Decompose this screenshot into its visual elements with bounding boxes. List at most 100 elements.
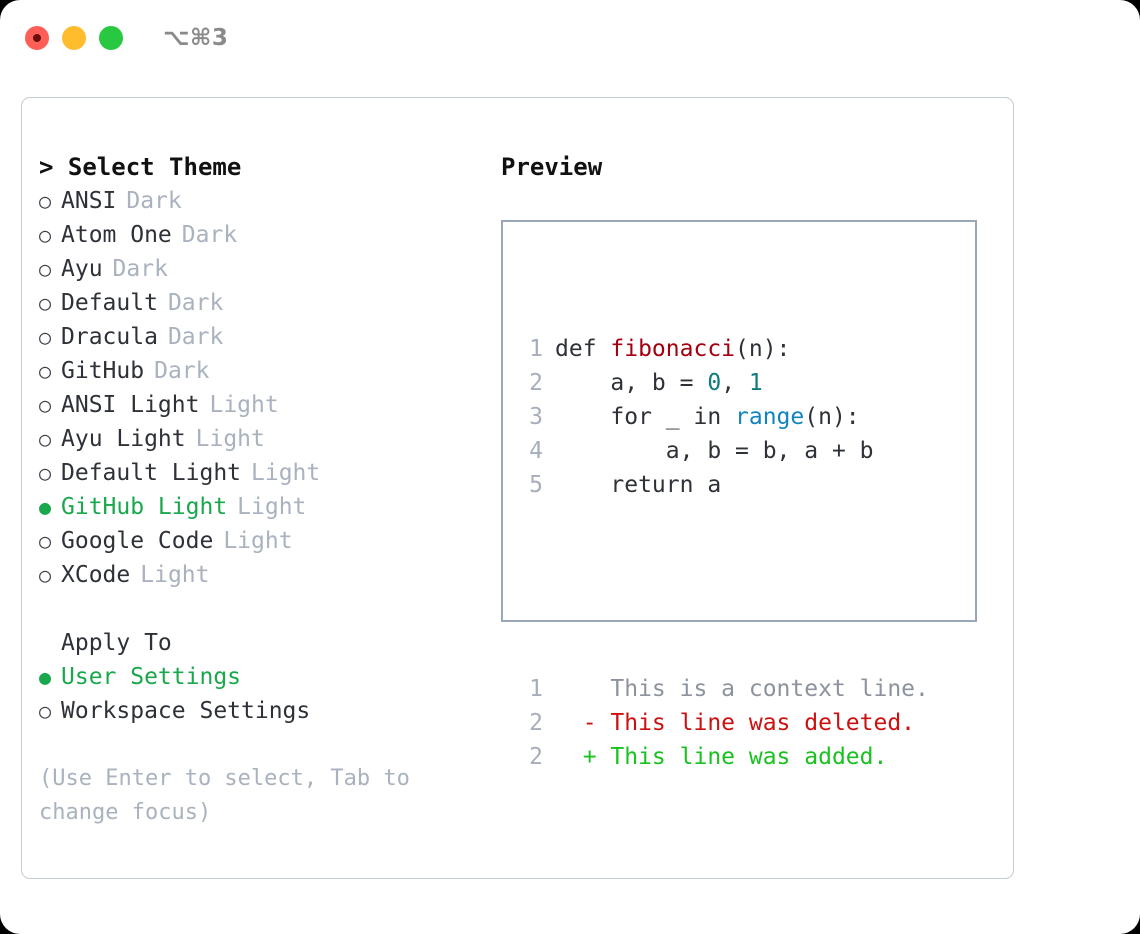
code-token-plain: a, b = b, a + b	[555, 438, 874, 464]
code-line: 3 for _ in range(n):	[517, 400, 929, 434]
code-token-call: range	[735, 404, 805, 430]
diff-line-context: 1 This is a context line.	[517, 672, 929, 706]
theme-option-ayu-light[interactable]: ○ Ayu Light Light	[39, 422, 489, 456]
code-token-plain: ,	[721, 370, 749, 396]
theme-option-kind: Light	[140, 562, 210, 588]
code-line-number: 1	[529, 336, 543, 362]
diff-line-number: 1	[529, 676, 543, 702]
theme-option-kind: Dark	[167, 324, 224, 350]
code-line-number: 3	[529, 404, 543, 430]
close-window-button[interactable]	[25, 26, 49, 50]
radio-selected-icon: ●	[39, 495, 52, 519]
theme-option-kind: Light	[209, 392, 279, 418]
diff-line-text: - This line was deleted.	[555, 710, 916, 736]
code-token-plain: for _ in	[555, 404, 736, 430]
theme-option-default[interactable]: ○ Default Dark	[39, 286, 489, 320]
radio-unselected-icon: ○	[39, 291, 52, 315]
theme-option-ansi[interactable]: ○ ANSI Dark	[39, 184, 489, 218]
code-token-plain: a, b =	[555, 370, 708, 396]
theme-option-label: Dracula	[61, 324, 158, 350]
radio-unselected-icon: ○	[39, 359, 52, 383]
diff-line-text: + This line was added.	[555, 744, 888, 770]
theme-option-label: Default	[61, 290, 158, 316]
theme-option-kind: Light	[223, 528, 293, 554]
theme-option-google-code[interactable]: ○ Google Code Light	[39, 524, 489, 558]
code-line-number: 2	[529, 370, 543, 396]
radio-unselected-icon: ○	[39, 325, 52, 349]
theme-option-ayu[interactable]: ○ Ayu Dark	[39, 252, 489, 286]
diff-line-number: 2	[529, 744, 543, 770]
theme-option-label: GitHub Light	[61, 494, 228, 520]
theme-option-default-light[interactable]: ○ Default Light Light	[39, 456, 489, 490]
theme-option-kind: Dark	[126, 188, 182, 214]
theme-option-label: Ayu Light	[61, 426, 186, 452]
theme-option-label: ANSI	[61, 188, 117, 214]
radio-unselected-icon: ○	[39, 257, 52, 281]
diff-sample: 1 This is a context line. 2 - This line w…	[517, 672, 929, 774]
theme-option-label: Default Light	[61, 460, 242, 486]
keyboard-hint-text: (Use Enter to select, Tab to change focu…	[39, 766, 410, 825]
theme-option-kind: Light	[237, 494, 307, 520]
code-line-text: return a	[555, 468, 721, 502]
diff-line-text: This is a context line.	[555, 676, 929, 702]
apply-to-option-user-settings[interactable]: ●User Settings	[39, 660, 489, 694]
code-token-plain: return a	[555, 472, 722, 498]
theme-option-kind: Dark	[112, 256, 168, 282]
theme-option-label: XCode	[61, 562, 131, 588]
theme-option-ansi-light[interactable]: ○ ANSI Light Light	[39, 388, 489, 422]
code-line: 5 return a	[517, 468, 929, 502]
code-line-text: def fibonacci(n):	[555, 332, 790, 366]
theme-option-label: Ayu	[61, 256, 103, 282]
theme-option-kind: Light	[195, 426, 265, 452]
code-token-plain: (n):	[804, 404, 860, 430]
radio-unselected-icon: ○	[39, 699, 52, 723]
radio-unselected-icon: ○	[39, 461, 52, 485]
theme-option-github-light[interactable]: ● GitHub Light Light	[39, 490, 489, 524]
code-line-number: 5	[529, 472, 543, 498]
apply-to-list[interactable]: ●User Settings ○ Workspace Settings	[39, 660, 489, 728]
minimize-window-button[interactable]	[62, 26, 86, 50]
apply-to-option-workspace-settings[interactable]: ○ Workspace Settings	[39, 694, 489, 728]
theme-option-kind: Light	[251, 460, 321, 486]
apply-to-option-label: Workspace Settings	[61, 698, 311, 724]
radio-unselected-icon: ○	[39, 529, 52, 553]
theme-option-dracula[interactable]: ○ Dracula Dark	[39, 320, 489, 354]
theme-option-kind: Dark	[154, 358, 210, 384]
code-line-text: a, b = 0, 1	[555, 366, 763, 400]
code-line: 2 a, b = 0, 1	[517, 366, 929, 400]
code-line-text: for _ in range(n):	[555, 400, 860, 434]
code-token-fn: fibonacci	[610, 336, 736, 362]
radio-unselected-icon: ○	[39, 393, 52, 417]
theme-option-label: ANSI Light	[61, 392, 200, 418]
preview-heading: Preview	[501, 153, 603, 181]
traffic-lights	[25, 26, 123, 50]
theme-option-kind: Dark	[167, 290, 224, 316]
code-token-num: 0	[707, 370, 722, 396]
radio-unselected-icon: ○	[39, 223, 52, 247]
keyboard-shortcut-label: ⌥⌘3	[163, 25, 229, 51]
diff-line-add: 2 + This line was added.	[517, 740, 929, 774]
theme-option-label: Atom One	[61, 222, 172, 248]
code-line-number: 4	[529, 438, 543, 464]
code-token-num: 1	[748, 370, 763, 396]
code-token-plain: def	[555, 336, 611, 362]
radio-unselected-icon: ○	[39, 427, 52, 451]
theme-option-kind: Dark	[181, 222, 238, 248]
maximize-window-button[interactable]	[99, 26, 123, 50]
code-line-text: a, b = b, a + b	[555, 434, 874, 468]
code-line: 4 a, b = b, a + b	[517, 434, 929, 468]
theme-option-atom-one[interactable]: ○ Atom One Dark	[39, 218, 489, 252]
theme-option-label: Google Code	[61, 528, 214, 554]
radio-unselected-icon: ○	[39, 189, 52, 213]
code-token-plain: (n):	[735, 336, 791, 362]
radio-selected-icon: ●	[39, 665, 52, 689]
